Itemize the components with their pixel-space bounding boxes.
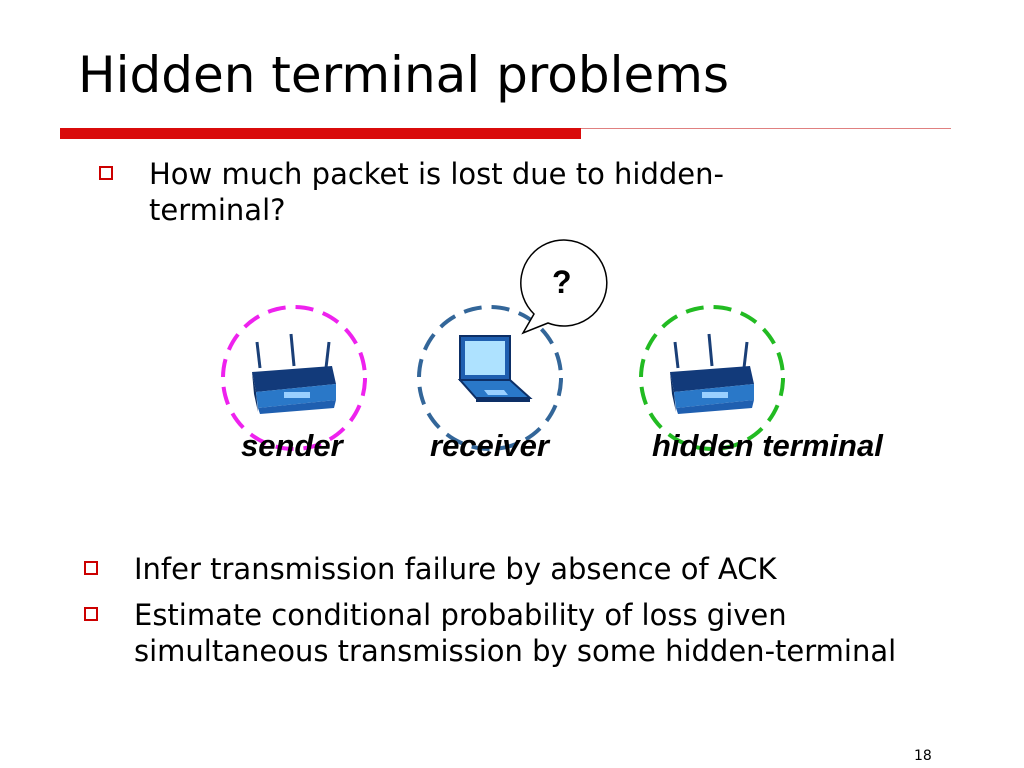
bullet-box-icon xyxy=(99,166,113,180)
bullet-item: Infer transmission failure by absence of… xyxy=(84,551,964,587)
node-label-receiver: receiver xyxy=(430,428,549,463)
node-label-sender: sender xyxy=(241,428,343,463)
bullet-box-icon xyxy=(84,607,98,621)
title-underline-thin xyxy=(581,128,951,129)
bullet-text: Infer transmission failure by absence of… xyxy=(134,552,777,586)
slide-title: Hidden terminal problems xyxy=(78,46,730,104)
title-underline xyxy=(60,128,581,139)
bullet-text: Estimate conditional probability of loss… xyxy=(134,598,897,668)
laptop-icon xyxy=(457,335,533,402)
bullet-item: Estimate conditional probability of loss… xyxy=(84,597,964,669)
node-label-hidden-terminal: hidden terminal xyxy=(652,428,883,463)
router-icon xyxy=(252,333,336,414)
bullet-box-icon xyxy=(84,561,98,575)
router-icon xyxy=(670,333,754,414)
bullet-text: How much packet is lost due to hidden-te… xyxy=(149,157,724,227)
bullet-item: How much packet is lost due to hidden-te… xyxy=(99,156,859,228)
question-mark: ? xyxy=(552,264,572,300)
page-number: 18 xyxy=(914,748,932,764)
